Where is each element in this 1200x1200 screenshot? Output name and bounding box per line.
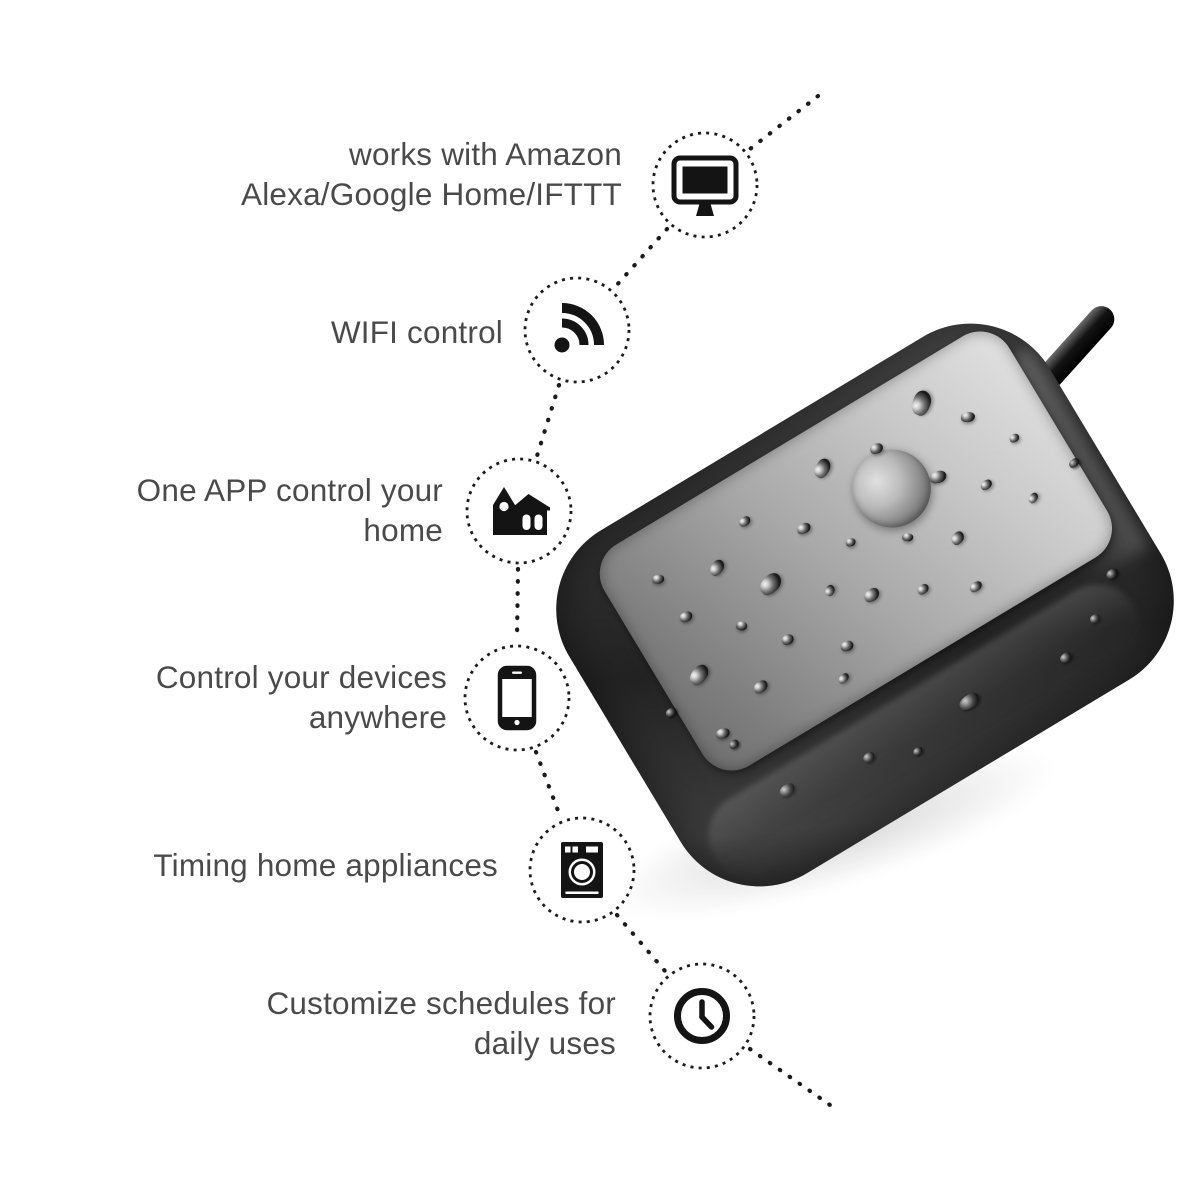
feature-label-line: One APP control your	[136, 472, 443, 508]
feature-label-line: works with Amazon	[349, 136, 622, 172]
feature-label-one-app: One APP control your home	[137, 470, 443, 550]
feature-label-line: Customize schedules for	[266, 985, 616, 1021]
dotted-connector-segment	[514, 566, 521, 643]
feature-label-line: WIFI control	[330, 314, 503, 350]
dotted-connector-segment	[534, 382, 562, 459]
feature-label-control-anywhere: Control your devices anywhere	[156, 657, 447, 737]
feature-label-line: Control your devices	[155, 659, 447, 695]
wifi-icon	[554, 303, 604, 353]
dotted-connector-segment	[614, 912, 668, 974]
dotted-connector-segment	[533, 749, 563, 819]
clock-icon	[674, 988, 730, 1044]
feature-label-line: home	[363, 512, 443, 548]
feature-label-line: daily uses	[473, 1025, 616, 1061]
dotted-connector-segment	[747, 93, 821, 152]
feature-label-wifi-control: WIFI control	[331, 312, 503, 352]
feature-label-line: Alexa/Google Home/IFTTT	[241, 176, 622, 212]
feature-label-voice-assistants: works with Amazon Alexa/Google Home/IFTT…	[241, 134, 622, 214]
dotted-connector-segment	[747, 1046, 833, 1108]
feature-label-schedules: Customize schedules for daily uses	[266, 983, 616, 1063]
washing-machine-icon	[561, 842, 603, 898]
dotted-connector-segment	[612, 226, 670, 290]
feature-label-line: anywhere	[308, 699, 447, 735]
feature-label-line: Timing home appliances	[153, 847, 498, 883]
feature-label-timing: Timing home appliances	[153, 845, 498, 885]
smartphone-icon	[497, 665, 537, 731]
monitor-icon	[671, 155, 739, 216]
home-icon	[493, 487, 550, 535]
